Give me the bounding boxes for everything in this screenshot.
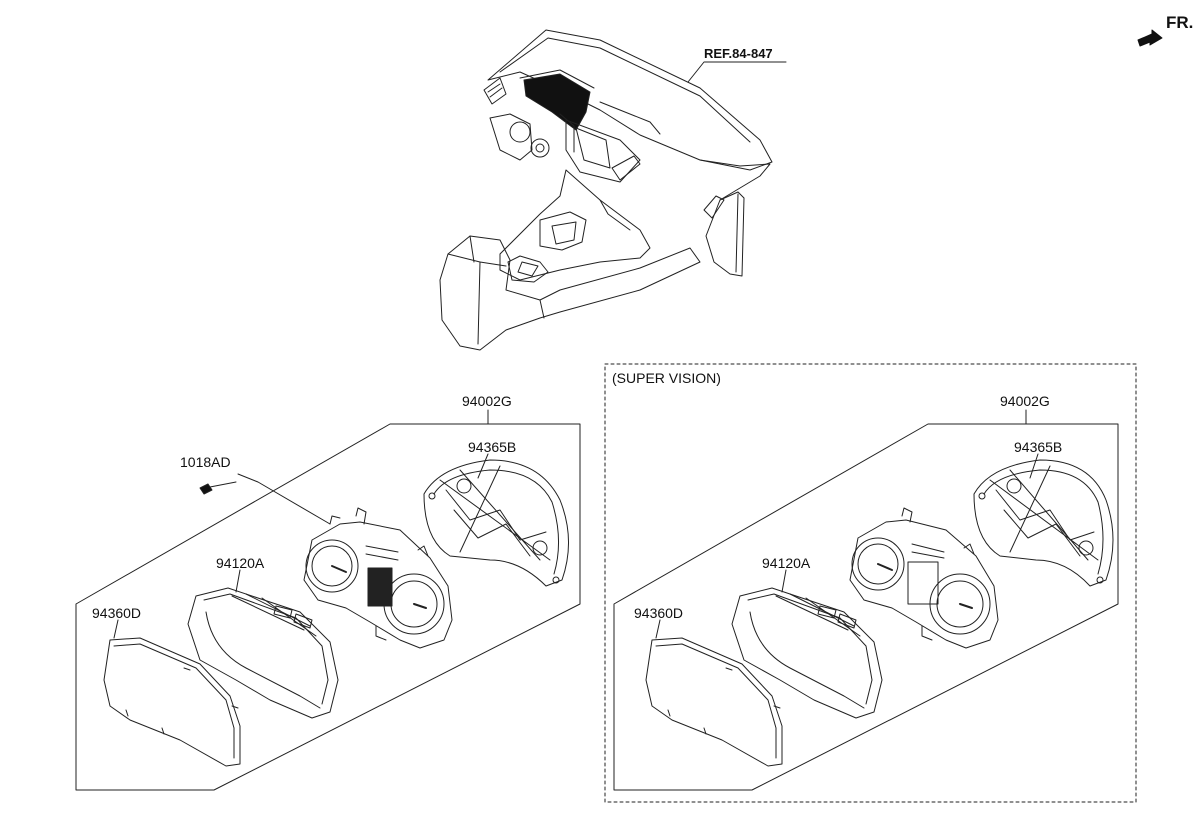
front-arrow-icon <box>1137 29 1163 47</box>
sv-window-label: 94360D <box>634 605 683 621</box>
sv-window-lens-part <box>645 637 783 767</box>
front-label: FR. <box>1166 13 1193 32</box>
sv-front-case-label: 94120A <box>762 555 811 571</box>
standard-assembly-group <box>75 409 581 791</box>
super-vision-title: (SUPER VISION) <box>612 370 721 386</box>
sv-rear-case-part <box>973 459 1114 587</box>
window-lens-part <box>103 637 241 767</box>
gauge-cluster-part <box>303 507 453 649</box>
window-label: 94360D <box>92 605 141 621</box>
sv-rear-case-label: 94365B <box>1014 439 1062 455</box>
front-case-part <box>187 587 339 719</box>
rear-case-label: 94365B <box>468 439 516 455</box>
reference-label: REF.84-847 <box>704 46 773 61</box>
bolt-label: 1018AD <box>180 454 231 470</box>
super-vision-assembly-group <box>613 409 1119 791</box>
front-case-label: 94120A <box>216 555 265 571</box>
rear-case-part <box>423 459 569 587</box>
sv-gauge-cluster-part <box>849 507 999 649</box>
super-vision-frame <box>604 363 1137 803</box>
dashboard-illustration <box>439 29 787 351</box>
bolt-icon <box>199 481 237 495</box>
sv-front-case-part <box>731 587 883 719</box>
sv-assembly-label: 94002G <box>1000 393 1050 409</box>
standard-assembly-label: 94002G <box>462 393 512 409</box>
